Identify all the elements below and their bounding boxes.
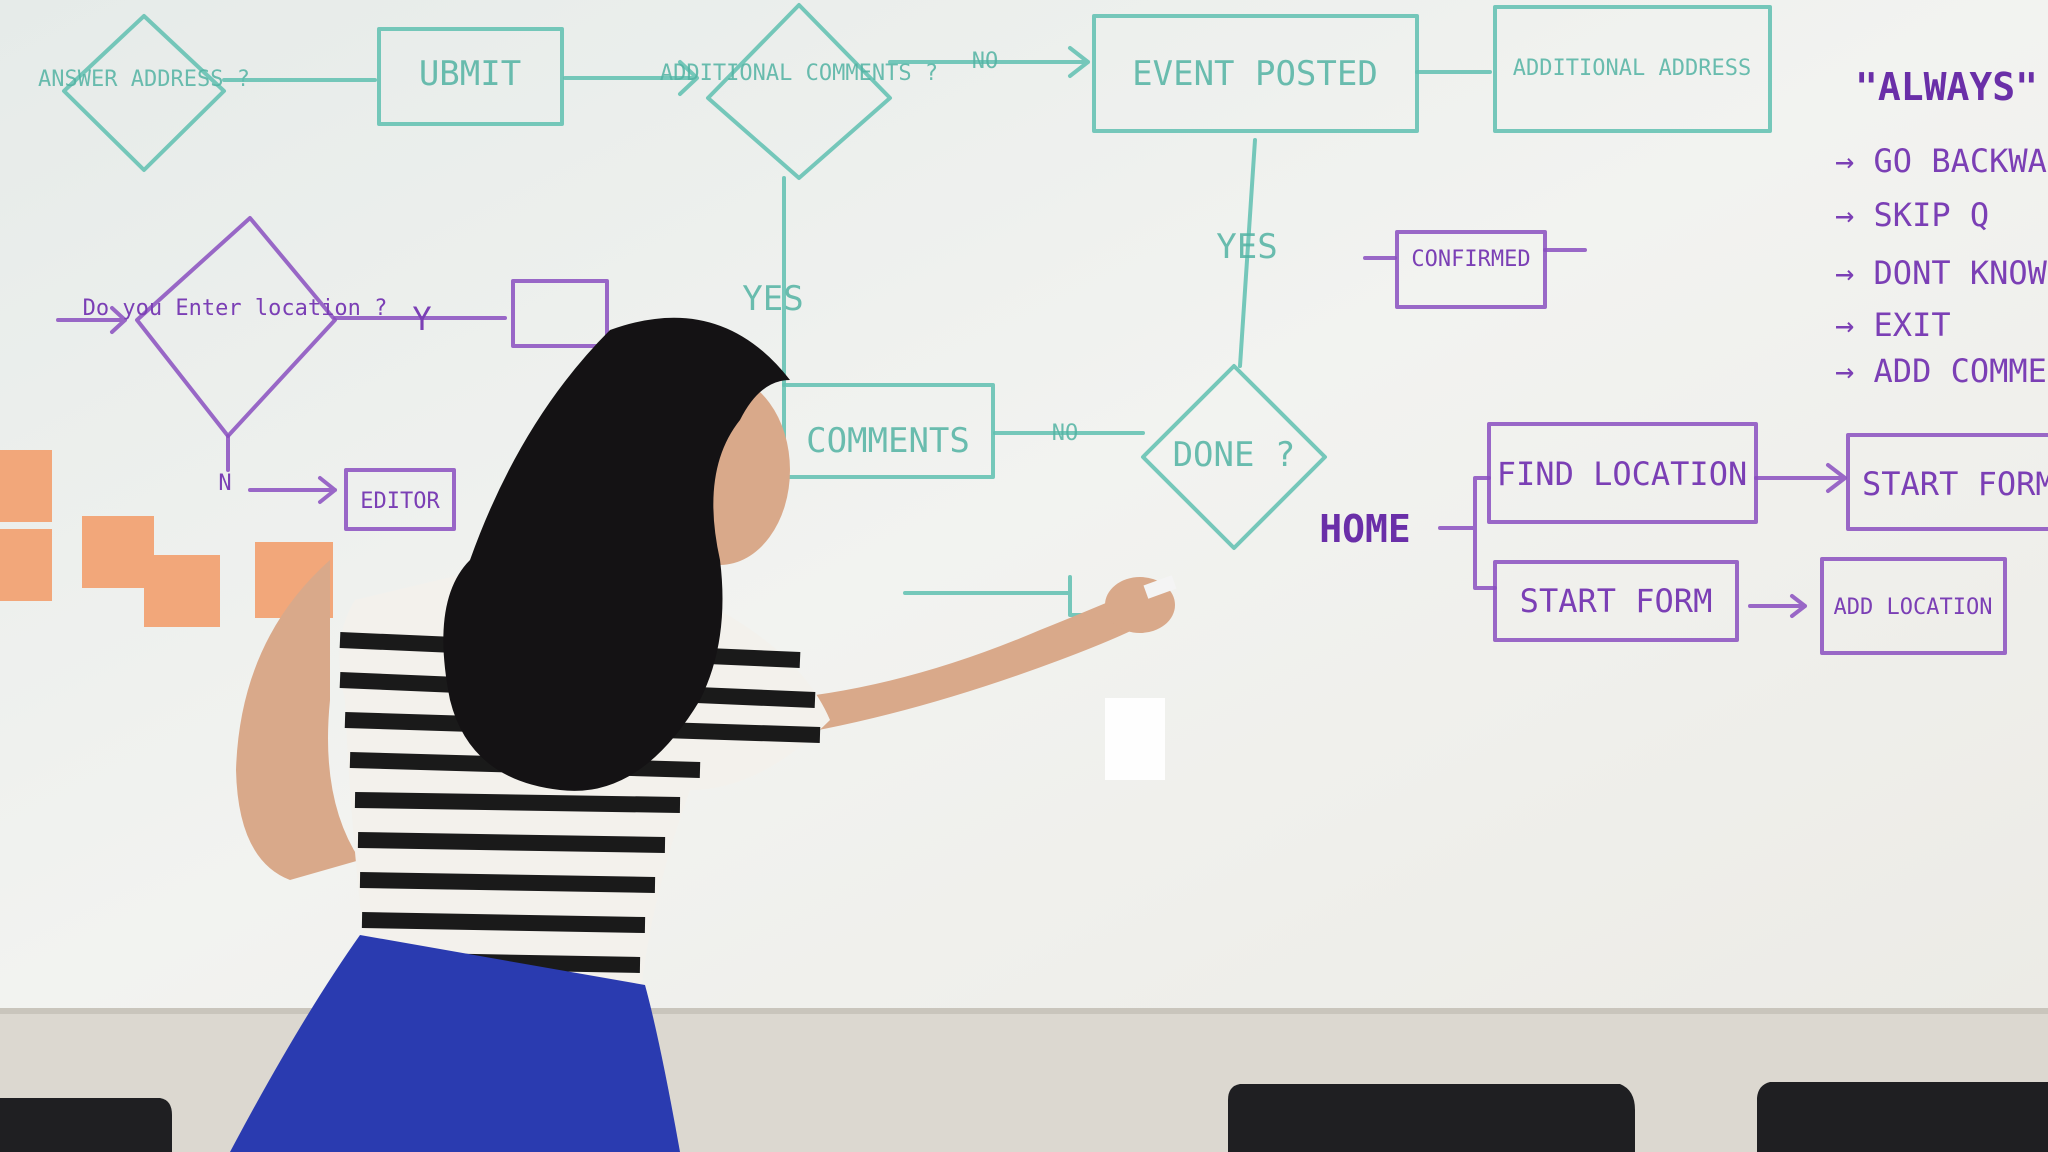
submit-box-label: UBMIT (419, 54, 521, 94)
teal-flowchart: ANSWER ADDRESS ? UBMIT ADDITIONAL COMMEN… (38, 3, 1772, 617)
start-form-top-box-label: START FORM (1862, 465, 2048, 503)
done-decision-label: DONE ? (1173, 435, 1296, 475)
chair (0, 1098, 172, 1152)
yes-label: YES (1216, 227, 1277, 267)
purple-flowchart: Do you Enter location ? Y N EDITOR CONFI… (56, 216, 2048, 655)
always-list-item: → SKIP Q (1835, 196, 1989, 234)
n-label: N (218, 471, 231, 496)
always-list-item: → EXIT (1835, 306, 1951, 344)
blue-skirt (230, 935, 680, 1152)
editor-box-label: EDITOR (360, 489, 440, 514)
decision-additional-comments: ADDITIONAL COMMENTS ? (660, 61, 938, 86)
find-location-box-label: FIND LOCATION (1497, 455, 1747, 493)
comments-box-label: COMMENTS (806, 421, 970, 461)
additional-address-box-label: ADDITIONAL ADDRESS (1513, 56, 1751, 81)
always-list-item: → GO BACKWA (1835, 142, 2047, 180)
event-posted-box-label: EVENT POSTED (1132, 54, 1378, 94)
left-arm (236, 560, 360, 880)
sticky-note (144, 555, 220, 627)
decision-answer-address: ANSWER ADDRESS ? (38, 67, 250, 92)
right-arm (760, 580, 1170, 740)
sticky-note (82, 516, 154, 588)
no-label: NO (972, 49, 999, 74)
confirmed-box-label: CONFIRMED (1411, 247, 1530, 272)
y-label: Y (412, 300, 431, 338)
yes-label: YES (742, 279, 803, 319)
light-reflection (1105, 698, 1165, 780)
always-list: "ALWAYS" D → GO BACKWA → SKIP Q → DONT K… (1835, 65, 2048, 390)
whiteboard-edge (0, 1008, 2048, 1014)
chairs (0, 1082, 2048, 1152)
hair (443, 317, 790, 791)
no-label: NO (1052, 421, 1079, 446)
start-form-box-label: START FORM (1520, 582, 1713, 620)
always-list-title: "ALWAYS" D (1855, 65, 2048, 109)
always-list-item: → DONT KNOW (1835, 254, 2048, 292)
chair (1228, 1084, 1635, 1152)
home-label: HOME (1319, 507, 1411, 551)
chair (1757, 1082, 2048, 1152)
person-drawing (230, 317, 1177, 1152)
always-list-item: → ADD COMMEN (1835, 352, 2048, 390)
sticky-note (0, 529, 52, 601)
add-location-box-label: ADD LOCATION (1834, 595, 1993, 620)
sticky-note (0, 450, 52, 522)
marker (1143, 575, 1177, 599)
